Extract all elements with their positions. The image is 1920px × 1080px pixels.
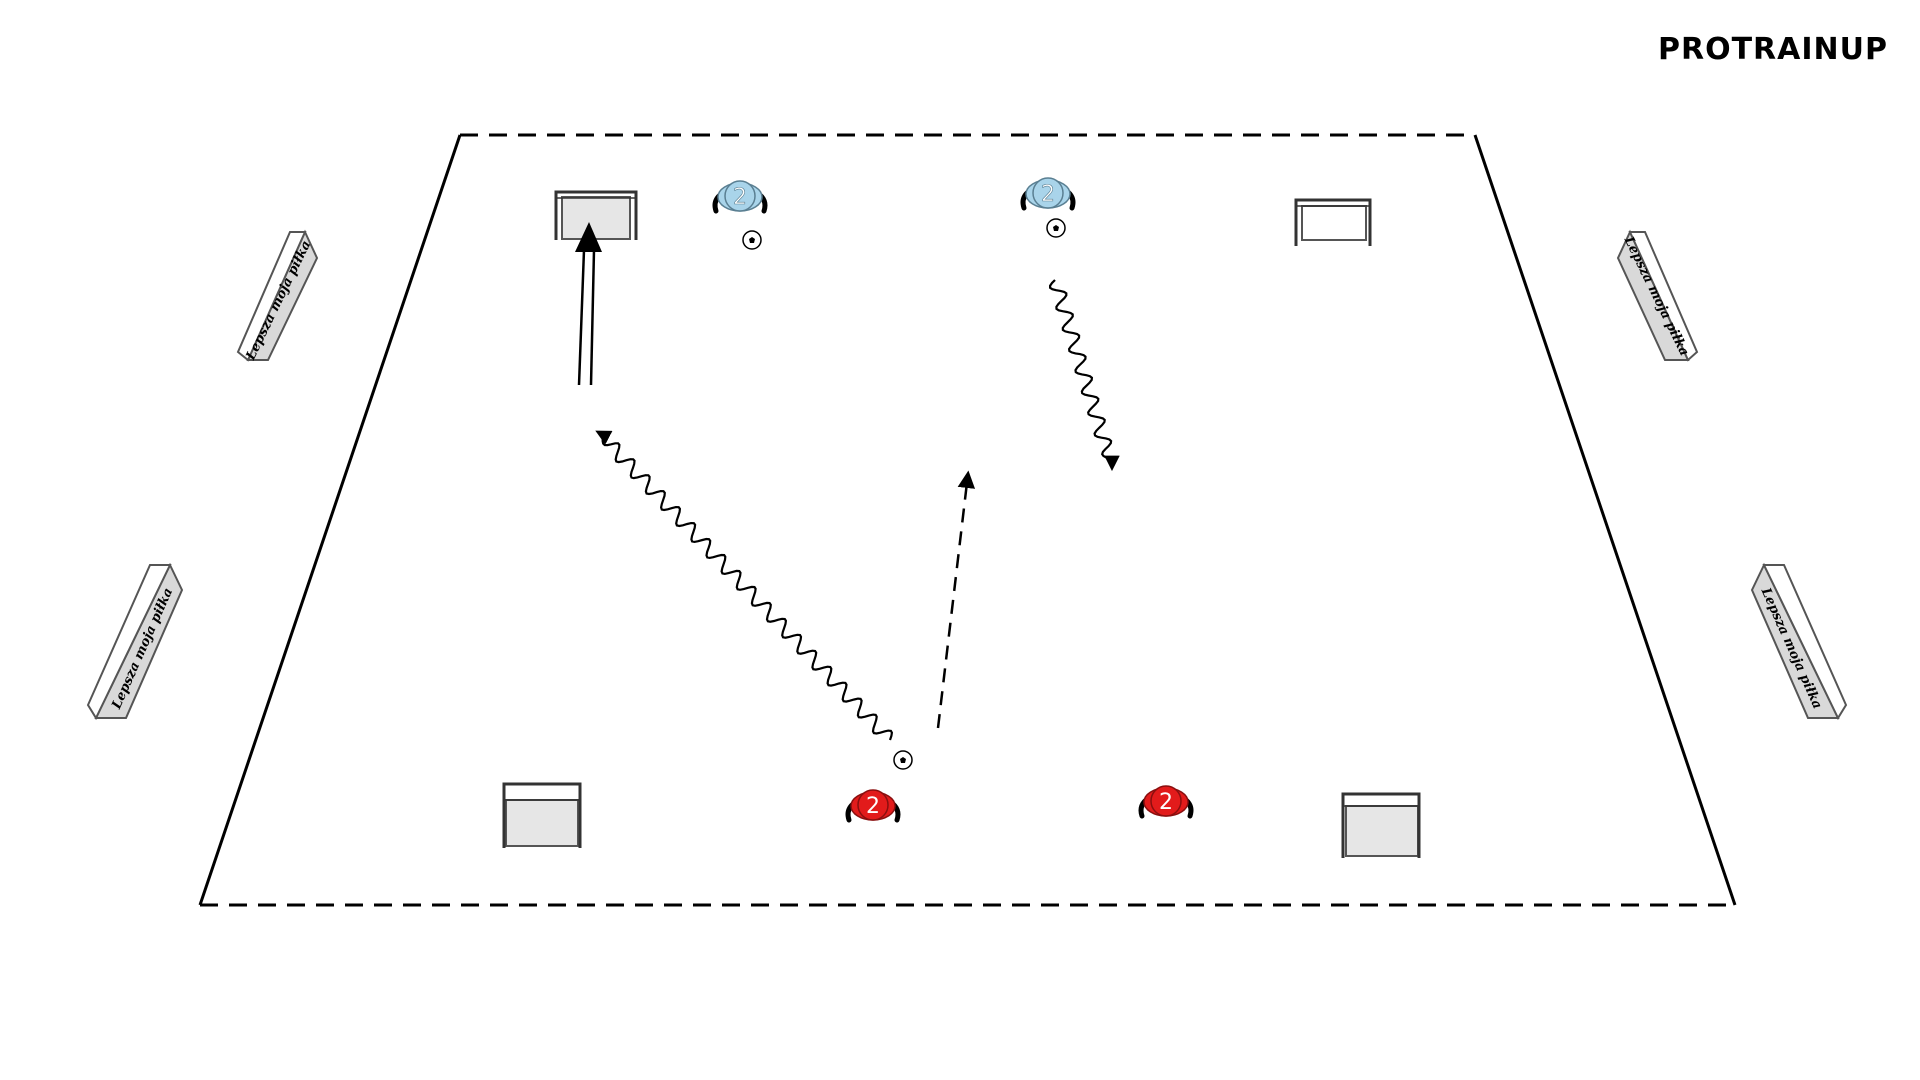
ball-icon [1046,218,1066,238]
goal-far-left [554,190,638,240]
pitch-right-line [1473,134,1737,906]
shot-arrow [575,222,602,386]
sign-right-bottom: Lepsza moja piłka [1750,562,1848,721]
svg-text:2: 2 [733,185,747,210]
svg-text:2: 2 [866,794,880,819]
brand-logo: PROTRAINUP [1658,32,1888,67]
run-arrow [936,470,976,729]
player-blue-2: 2 [1020,177,1076,211]
goal-near-left [502,782,582,848]
sign-right-top: Lepsza moja piłka [1616,229,1699,362]
goal-near-right [1341,792,1421,858]
ball-icon [893,750,913,770]
svg-text:2: 2 [1041,182,1055,207]
dribble-arrow-right [1049,279,1120,472]
player-blue-1: 2 [712,180,768,214]
sign-left-bottom: Lepsza moja piłka [86,562,184,721]
dribble-arrow-long [595,430,894,741]
pitch-left-line [198,134,462,906]
pitch [198,133,1737,907]
player-red-1: 2 [845,789,901,823]
goal-far-right [1294,198,1372,246]
player-red-2: 2 [1138,785,1194,819]
ball-icon [742,230,762,250]
sign-left-top: Lepsza moja piłka [236,229,319,363]
svg-text:2: 2 [1159,790,1173,815]
